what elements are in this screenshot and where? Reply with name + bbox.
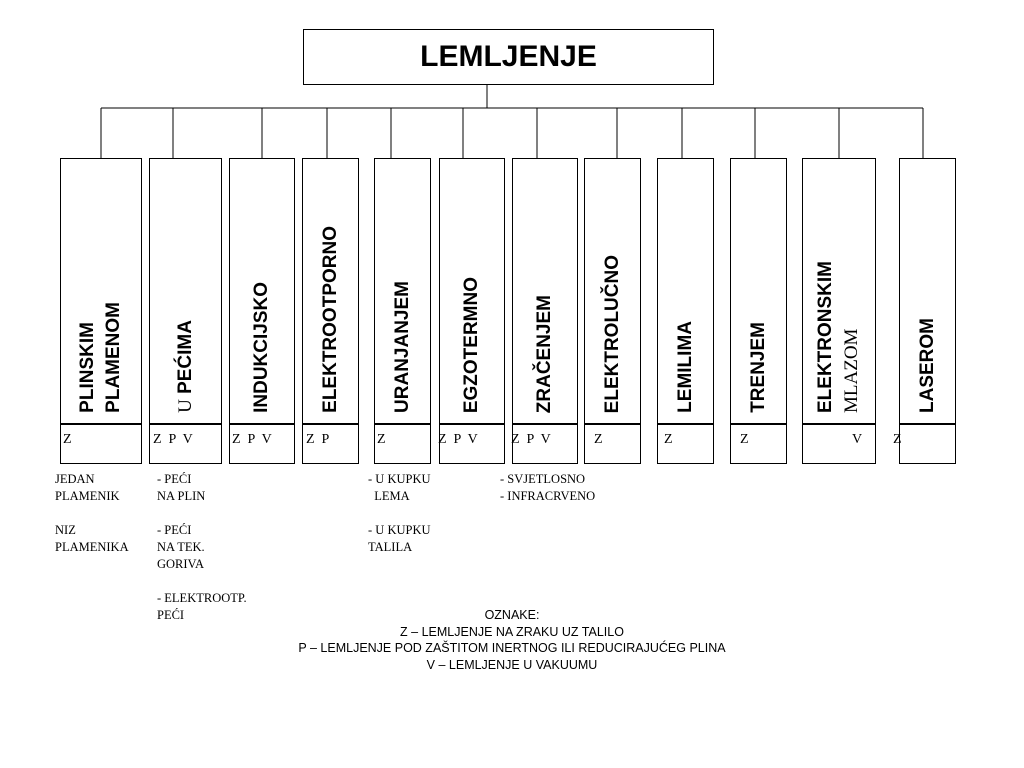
method-codes-8: Z: [664, 432, 673, 447]
method-label-line: ELEKTRONSKIM: [815, 261, 836, 413]
method-label-line: LEMILIMA: [674, 321, 696, 413]
legend: OZNAKE: Z – LEMLJENJE NA ZRAKU UZ TALILO…: [262, 607, 762, 673]
method-box-11: LASEROM: [899, 158, 956, 424]
code-box-5: [439, 424, 505, 464]
method-box-2: INDUKCIJSKO: [229, 158, 295, 424]
method-label-1: U PEĆIMA: [173, 320, 199, 413]
method-box-6: ZRAČENJEM: [512, 158, 578, 424]
method-label-9: TRENJEM: [746, 322, 772, 413]
method-label-8: LEMILIMA: [673, 321, 699, 413]
method-label-line: LASEROM: [916, 318, 938, 413]
code-box-8: [657, 424, 714, 464]
code-box-2: [229, 424, 295, 464]
method-label-line: U PEĆIMA: [174, 320, 196, 413]
method-codes-7: Z: [594, 432, 603, 447]
method-codes-1: Z P V: [153, 432, 193, 447]
code-box-10: [802, 424, 876, 464]
note-plinskim: JEDAN PLAMENIK NIZ PLAMENIKA: [55, 472, 129, 554]
method-label-line: ELEKTROLUČNO: [601, 254, 623, 413]
method-codes-5: Z P V: [438, 432, 478, 447]
code-box-6: [512, 424, 578, 464]
method-codes-3: Z P: [306, 432, 330, 447]
code-box-3: [302, 424, 359, 464]
legend-item-p: P – LEMLJENJE POD ZAŠTITOM INERTNOG ILI …: [298, 641, 726, 655]
method-label-line: TRENJEM: [747, 322, 769, 413]
method-codes-4: Z: [377, 432, 386, 447]
method-codes-9: Z: [740, 432, 749, 447]
method-label-line: PLAMENOM: [103, 302, 124, 413]
method-label-line: INDUKCIJSKO: [251, 282, 272, 413]
method-label-line: MLAZOM: [841, 328, 862, 413]
code-box-1: [149, 424, 222, 464]
code-box-7: [584, 424, 641, 464]
method-label-line: URANJANJEM: [391, 281, 413, 413]
code-box-11: [899, 424, 956, 464]
method-label-line: ZRAČENJEM: [534, 294, 555, 413]
legend-heading: OZNAKE:: [484, 608, 540, 622]
method-label-6: ZRAČENJEM: [532, 295, 558, 413]
code-box-9: [730, 424, 787, 464]
method-label-line: ELEKTROOTPORNO: [319, 226, 341, 413]
legend-item-z: Z – LEMLJENJE NA ZRAKU UZ TALILO: [400, 624, 624, 639]
method-codes-11: Z: [893, 432, 902, 447]
method-box-1: U PEĆIMA: [149, 158, 222, 424]
note-pecima: - PEĆI NA PLIN - PEĆI NA TEK. GORIVA - E…: [157, 472, 247, 622]
method-codes-2: Z P V: [232, 432, 272, 447]
code-box-0: [60, 424, 142, 464]
diagram-title: LEMLJENJE: [303, 29, 714, 85]
method-label-2: INDUKCIJSKO: [249, 282, 275, 413]
method-box-4: URANJANJEM: [374, 158, 431, 424]
method-box-9: TRENJEM: [730, 158, 787, 424]
method-box-7: ELEKTROLUČNO: [584, 158, 641, 424]
method-label-4: URANJANJEM: [390, 281, 416, 413]
method-codes-6: Z P V: [511, 432, 551, 447]
method-box-5: EGZOTERMNO: [439, 158, 505, 424]
legend-item-v: V – LEMLJENJE U VAKUUMU: [426, 657, 598, 672]
method-label-11: LASEROM: [915, 318, 941, 413]
method-box-8: LEMILIMA: [657, 158, 714, 424]
method-label-7: ELEKTROLUČNO: [600, 255, 626, 413]
method-codes-0: Z: [63, 432, 72, 447]
note-uranjanjem: - U KUPKU LEMA - U KUPKU TALILA: [368, 472, 431, 554]
code-box-4: [374, 424, 431, 464]
method-label-5: EGZOTERMNO: [459, 277, 485, 413]
method-label-3: ELEKTROOTPORNO: [318, 226, 344, 413]
method-codes-10: V: [852, 432, 863, 447]
method-box-3: ELEKTROOTPORNO: [302, 158, 359, 424]
method-label-line: PLINSKIM: [77, 322, 98, 413]
note-zracenjem: - SVJETLOSNO - INFRACRVENO: [500, 472, 596, 503]
method-label-line: EGZOTERMNO: [461, 276, 482, 413]
